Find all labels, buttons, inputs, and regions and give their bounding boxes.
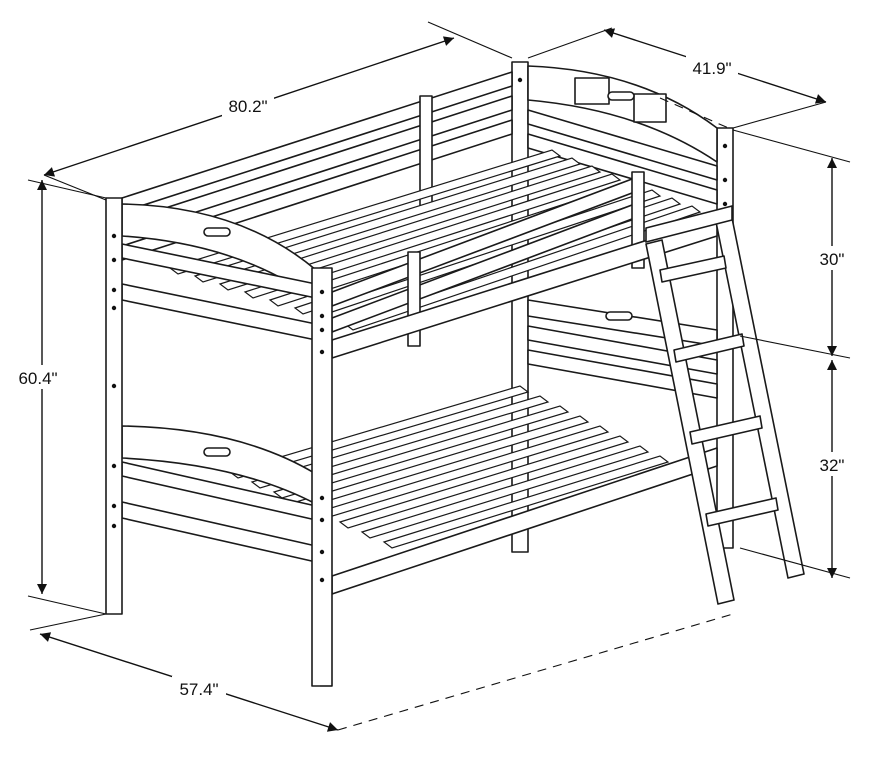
ladder-rung-3 bbox=[689, 415, 763, 445]
front-upper-handhold bbox=[203, 227, 231, 237]
back-lower-rail-2 bbox=[527, 349, 718, 399]
lower-clearance-label: 32" bbox=[820, 456, 845, 475]
height-label: 60.4" bbox=[18, 369, 57, 388]
ladder-rung-1 bbox=[659, 255, 727, 283]
front-left-post bbox=[105, 197, 123, 615]
post-bolts bbox=[111, 77, 728, 583]
length-label: 80.2" bbox=[228, 97, 267, 116]
bed-frame bbox=[105, 61, 805, 687]
headboard-plaque-left bbox=[574, 77, 610, 105]
depth-label: 57.4" bbox=[179, 680, 218, 699]
depth-dashed-guide bbox=[337, 613, 734, 731]
back-upper-rail-2 bbox=[527, 133, 718, 205]
lower-slats bbox=[228, 385, 670, 549]
ladder-rung-2 bbox=[673, 333, 745, 363]
back-upper-rail-1 bbox=[527, 109, 718, 181]
back-left-post bbox=[511, 61, 529, 553]
width-label: 41.9" bbox=[692, 59, 731, 78]
ladder bbox=[645, 205, 805, 605]
front-lower-handhold bbox=[203, 447, 231, 457]
headboard-handhold bbox=[607, 91, 635, 101]
upper-clearance-label: 30" bbox=[820, 250, 845, 269]
ladder-hook bbox=[645, 205, 733, 243]
back-lower-handhold bbox=[605, 311, 633, 321]
ladder-rung-4 bbox=[705, 497, 779, 527]
dimension-labels: 80.2" 41.9" 60.4" 57.4" 30" 32" bbox=[12, 55, 852, 700]
